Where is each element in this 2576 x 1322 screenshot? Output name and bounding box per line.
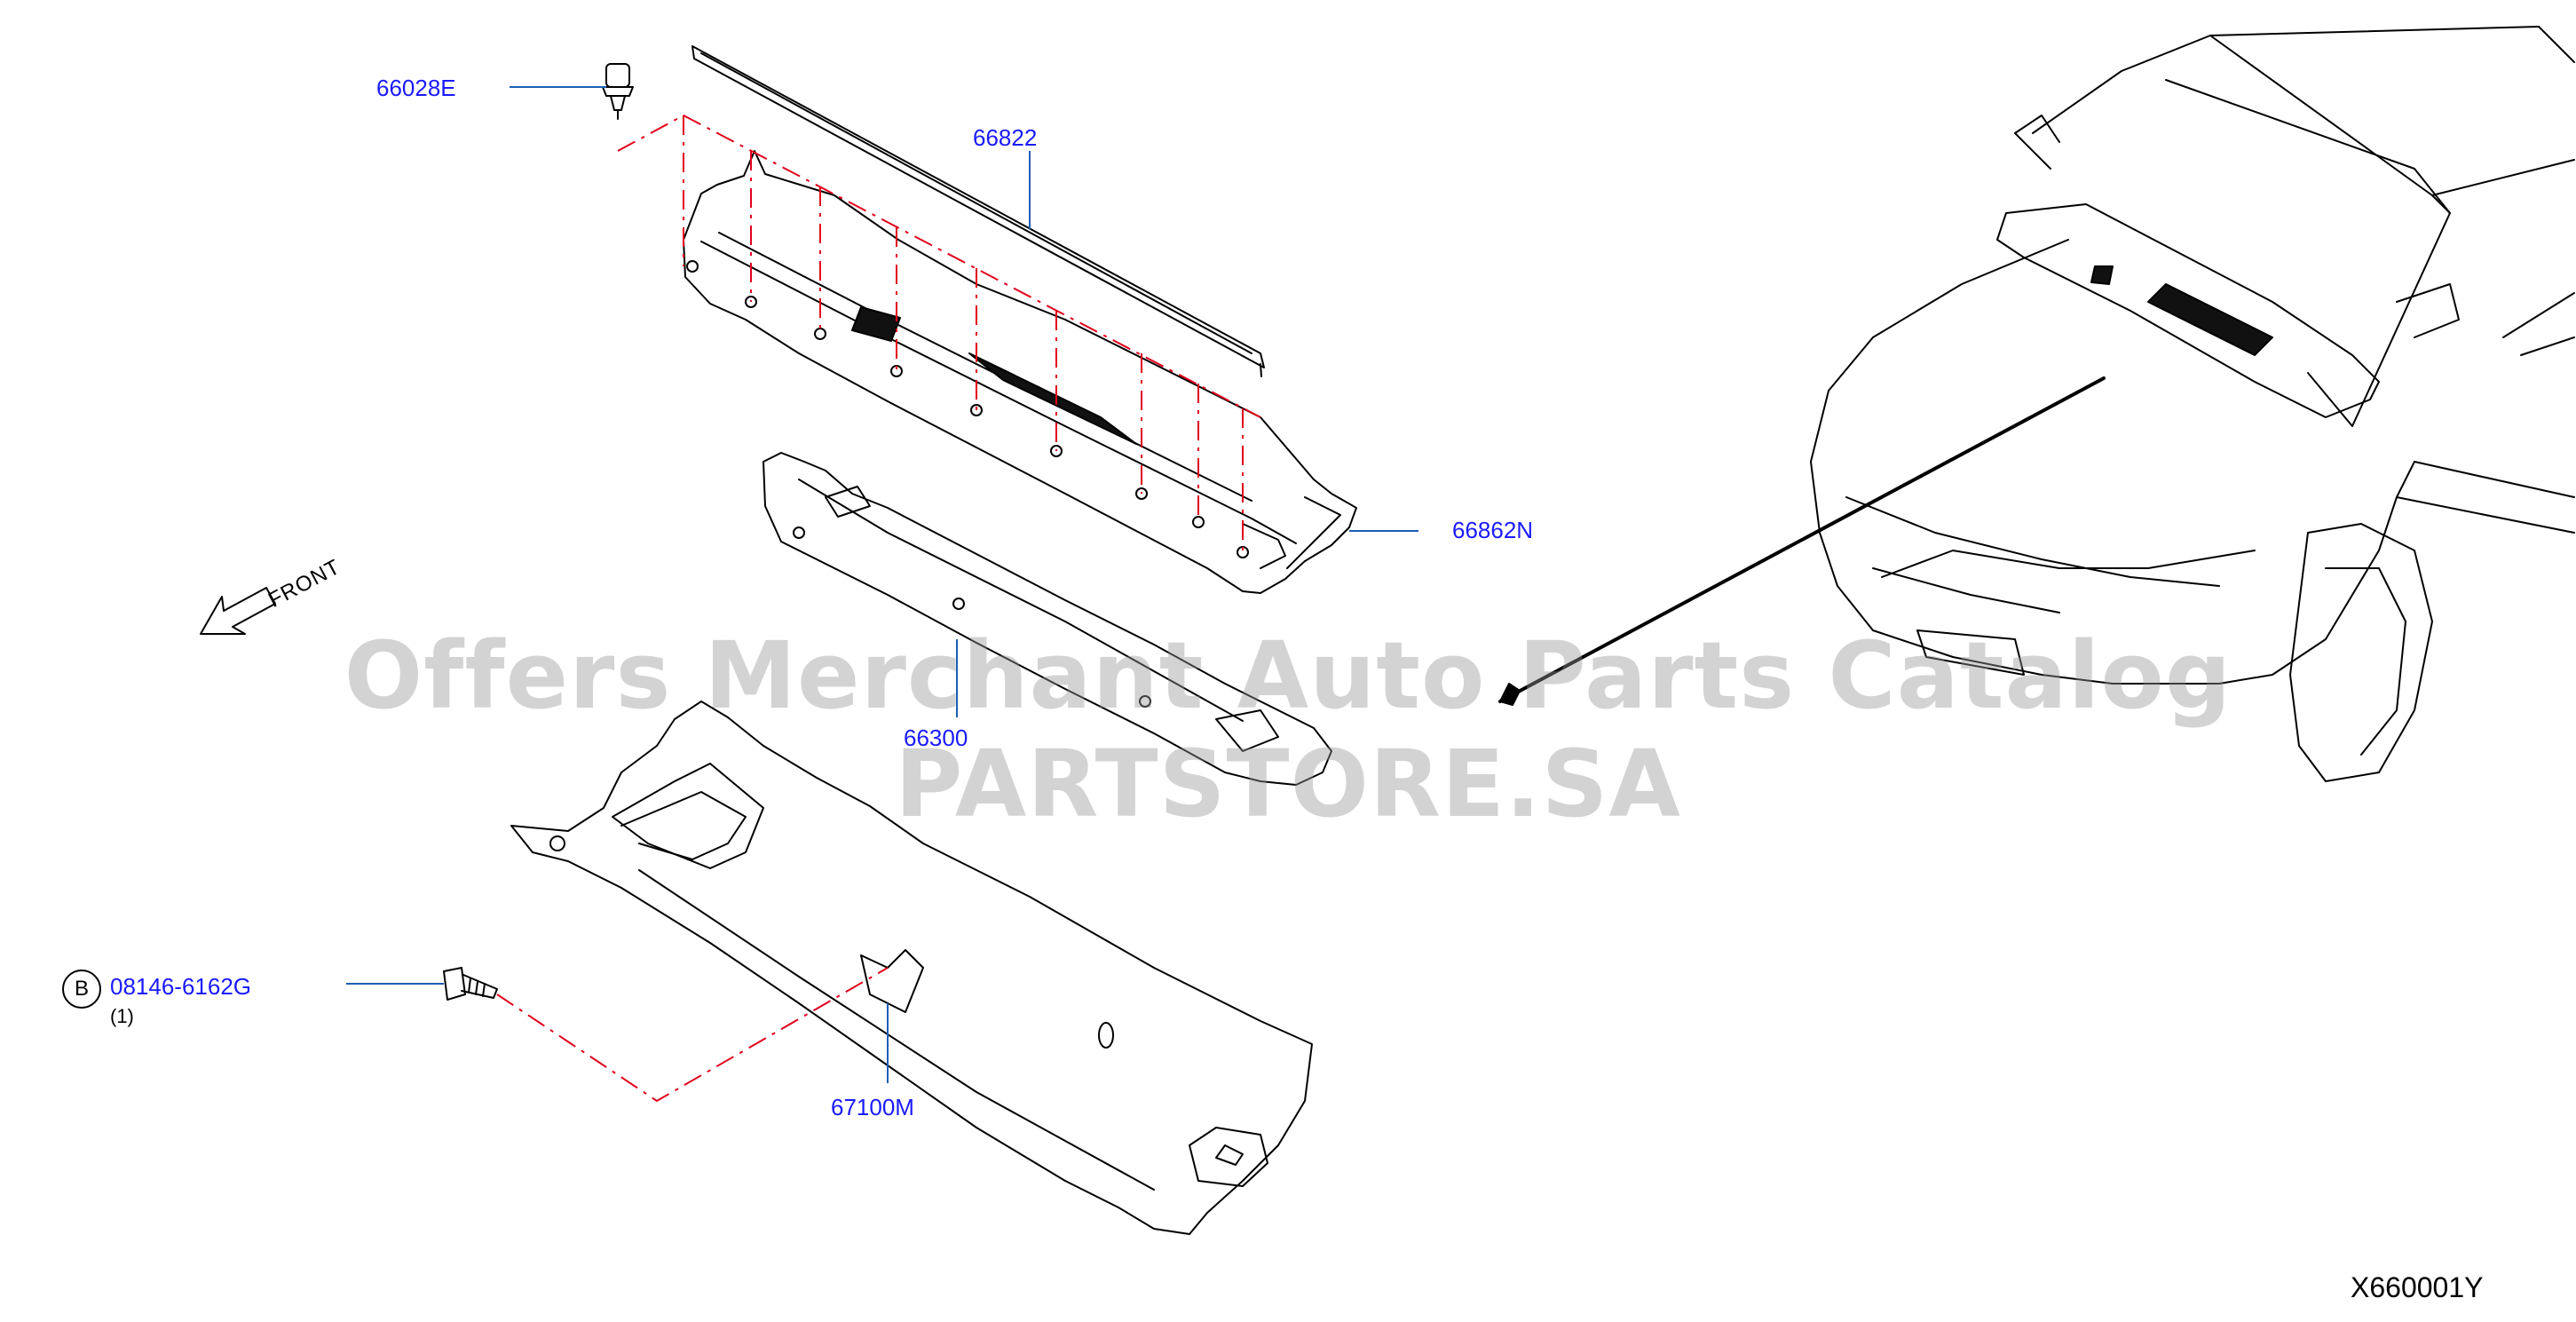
ref-circle-b: B bbox=[62, 970, 101, 1009]
vehicle-callout-line bbox=[1498, 376, 2106, 703]
front-arrow bbox=[200, 587, 276, 635]
part-label-67100M[interactable]: 67100M bbox=[831, 1094, 914, 1120]
cowl-panel-67100M[interactable] bbox=[510, 701, 1313, 1235]
part-label-66028E[interactable]: 66028E bbox=[376, 75, 456, 101]
diagram-id: X660001Y bbox=[2351, 1271, 2484, 1303]
part-label-66822[interactable]: 66822 bbox=[973, 124, 1038, 151]
leader-lines bbox=[346, 86, 1418, 1083]
cowl-top-66862N[interactable] bbox=[683, 150, 1357, 594]
bolt-08146-6162G[interactable] bbox=[443, 967, 498, 1001]
assembly-dash-lines bbox=[496, 114, 1261, 1103]
part-label-08146-6162G[interactable]: 08146-6162G bbox=[110, 973, 252, 1000]
part-label-66862N[interactable]: 66862N bbox=[1452, 517, 1534, 543]
seal-strip-66822[interactable] bbox=[691, 45, 1265, 377]
clip-66028E[interactable] bbox=[602, 63, 634, 120]
vehicle-callout-arrow bbox=[1499, 683, 1521, 706]
vehicle-overview bbox=[1810, 26, 2575, 782]
part-qty-08146-6162G: (1) bbox=[110, 1005, 134, 1027]
cowl-extension-66300[interactable] bbox=[763, 452, 1332, 786]
part-label-66300[interactable]: 66300 bbox=[904, 724, 968, 751]
